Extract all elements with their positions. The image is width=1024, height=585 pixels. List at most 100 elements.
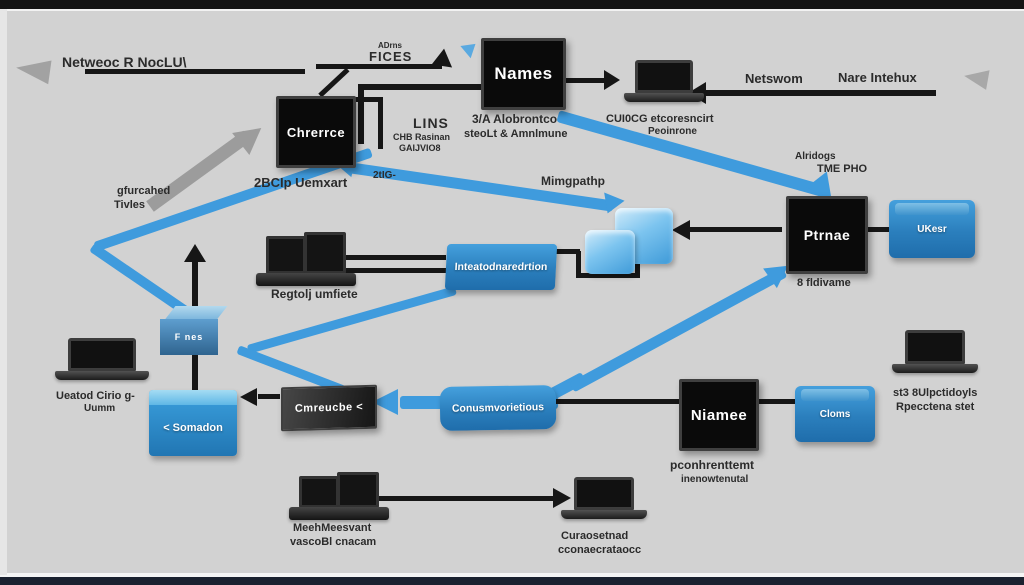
label-cuiocg2: Peoinrone bbox=[648, 126, 697, 137]
cube-label: F nes bbox=[174, 332, 204, 342]
label-names-sub2: steoLt & Amnlmune bbox=[464, 128, 568, 140]
line-bottom-arrow bbox=[372, 496, 556, 501]
laptop-screen bbox=[904, 330, 966, 364]
label-names-sub1: 3/A Alobrontco bbox=[472, 112, 558, 126]
black-arrowhead-bottom-right bbox=[553, 488, 571, 508]
line-monitor-inteatod-1 bbox=[342, 255, 446, 260]
label-top-left: Netweoc R NocLU\ bbox=[62, 54, 187, 70]
label-cuiocg1: CUI0CG etcoresncirt bbox=[606, 113, 714, 125]
label-fices: FICES bbox=[369, 49, 413, 64]
laptop-base bbox=[623, 92, 705, 102]
laptop-screen bbox=[68, 338, 136, 371]
laptop-icon-right bbox=[892, 330, 978, 380]
node-ukesr: UKesr bbox=[889, 200, 975, 258]
dual-monitor-icon-bottom bbox=[289, 472, 389, 520]
label-adms: ADrns bbox=[378, 41, 403, 50]
node-label: Conusmvorietious bbox=[451, 401, 545, 415]
files-cube-icon: F nes bbox=[160, 306, 230, 356]
line-ptrnae-right bbox=[860, 227, 890, 232]
label-meeh2: vascoBl cnacam bbox=[290, 536, 377, 548]
label-niamee-sub2: inenowtenutal bbox=[681, 474, 749, 485]
blue-arrowhead-names-top bbox=[460, 37, 481, 59]
node-label: Names bbox=[494, 64, 553, 83]
label-ptrnae-sub: 8 fldivame bbox=[797, 277, 851, 289]
label-mingpang: Mimgpathp bbox=[541, 174, 605, 188]
node-label: Chrerrce bbox=[286, 124, 346, 140]
line-names-right bbox=[560, 78, 608, 83]
cube-front-face: F nes bbox=[160, 319, 218, 355]
laptop-icon-bottom-mid bbox=[561, 477, 647, 525]
label-attg: 2tIG- bbox=[373, 170, 396, 181]
label-meeh1: MeehMeesvant bbox=[293, 522, 372, 534]
black-arrowhead-somadon bbox=[240, 388, 257, 406]
gray-arrowhead-top-right bbox=[962, 66, 990, 90]
black-arrowhead-names-right bbox=[604, 70, 620, 90]
label-lins-sub1: CHB Rasinan bbox=[393, 132, 451, 142]
label-niamee-sub1: pconhrenttemt bbox=[670, 458, 754, 472]
top-frame-highlight bbox=[0, 9, 1024, 11]
node-niamee: Niamee bbox=[679, 379, 759, 451]
laptop-screen bbox=[573, 477, 635, 510]
line-chrence-right-v bbox=[378, 97, 383, 149]
node-cloms: Cloms bbox=[795, 386, 875, 442]
label-regtolj: Regtolj umfiete bbox=[271, 287, 358, 301]
laptop-icon-top bbox=[623, 60, 705, 108]
laptop-screen bbox=[635, 60, 693, 93]
label-laptop-right1: st3 8Ulpctidoyls bbox=[893, 387, 978, 399]
label-chrence-sub: 2BCIp Uemxart bbox=[254, 175, 348, 190]
laptop-icon-bottom-left bbox=[54, 338, 150, 386]
laptop-base bbox=[561, 509, 647, 519]
label-laptop-right2: Rpecctena stet bbox=[896, 401, 975, 413]
label-netswom: Netswom bbox=[745, 71, 803, 86]
node-label: Cloms bbox=[819, 408, 851, 420]
label-nare-intehux: Nare Intehux bbox=[838, 70, 917, 85]
monitor-screen bbox=[304, 232, 346, 274]
monitor-screen bbox=[266, 236, 306, 274]
laptop-base bbox=[54, 370, 150, 380]
label-lins: LINS bbox=[413, 115, 449, 131]
label-gfurcahed2: Tivles bbox=[114, 199, 145, 211]
node-label: Cmreucbe < bbox=[294, 401, 364, 415]
line-ptrnae-left bbox=[690, 227, 782, 232]
black-arrowhead-up bbox=[184, 244, 206, 262]
gray-arrowhead-top-left bbox=[14, 55, 52, 85]
line-fices bbox=[316, 64, 442, 69]
blue-arrow-conusm-to-ptrnae bbox=[569, 267, 788, 393]
monitor-screen bbox=[299, 476, 339, 508]
line-names-left-h bbox=[360, 84, 482, 90]
laptop-base bbox=[892, 364, 978, 373]
line-network-top-right bbox=[704, 90, 936, 96]
label-ueatod1: Ueatod Cirio g- bbox=[56, 390, 135, 402]
node-label: Inteatodnaredrtion bbox=[454, 261, 548, 273]
line-inteatod-right-stub bbox=[554, 249, 580, 254]
node-names: Names bbox=[481, 38, 566, 110]
line-monitor-inteatod-2 bbox=[342, 268, 446, 273]
node-inteatod: Inteatodnaredrtion bbox=[444, 244, 558, 290]
line-conusm-niamee bbox=[556, 399, 682, 404]
node-cmreucbe: Cmreucbe < bbox=[281, 384, 377, 432]
bottom-frame-highlight bbox=[0, 573, 1024, 577]
label-cura2: cconaecrataocc bbox=[558, 544, 642, 556]
cube-top-face bbox=[164, 306, 228, 320]
line-chrence-right-h bbox=[350, 97, 383, 102]
line-top-left bbox=[85, 69, 305, 74]
line-chrence-up bbox=[318, 67, 350, 98]
label-ueatod2: Uumm bbox=[84, 403, 116, 414]
line-names-left-v bbox=[358, 84, 364, 144]
line-cubes-u-bottom bbox=[576, 273, 640, 278]
node-chrence: Chrerrce bbox=[276, 96, 356, 168]
node-ptrnae: Ptrnae bbox=[786, 196, 868, 274]
monitor-screen bbox=[337, 472, 379, 508]
cube-icon bbox=[585, 230, 635, 274]
node-label: Ptrnae bbox=[803, 227, 851, 243]
label-gfurcahed1: gfurcahed bbox=[117, 185, 171, 197]
line-niamee-cloms bbox=[751, 399, 797, 404]
black-arrowhead-cubes-left bbox=[672, 220, 690, 240]
dual-monitor-icon-mid bbox=[256, 232, 356, 286]
monitor-base bbox=[256, 273, 356, 286]
node-conusm: Conusmvorietious bbox=[439, 384, 557, 432]
black-arrowhead-fices bbox=[431, 48, 459, 76]
node-label: < Somadon bbox=[163, 422, 223, 434]
node-label: Niamee bbox=[690, 406, 748, 424]
